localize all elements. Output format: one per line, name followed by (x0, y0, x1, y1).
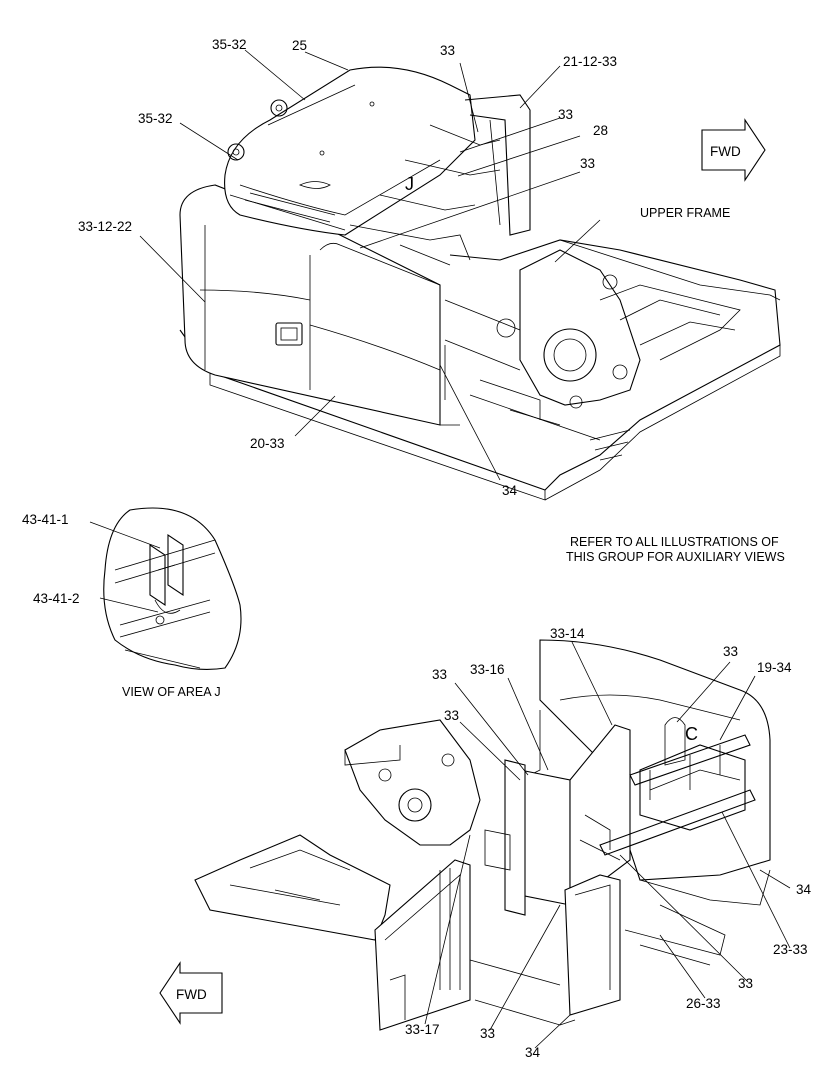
callout-34-bottom: 34 (525, 1045, 541, 1060)
callout-34-top: 34 (502, 483, 518, 498)
callout-33-right-a: 33 (558, 107, 573, 122)
callout-43-41-1: 43-41-1 (22, 512, 69, 527)
callout-19-34: 19-34 (757, 660, 792, 675)
callout-21-12-33: 21-12-33 (563, 54, 617, 69)
leader-lines (89, 49, 791, 1049)
area-j-detail-drawing (103, 507, 242, 671)
lower-assembly-drawing (194, 639, 771, 1031)
fwd-arrow-bottom: FWD (159, 961, 223, 1025)
callout-33-14: 33-14 (550, 626, 585, 641)
view-c-marker: C (685, 724, 698, 744)
callout-33-17: 33-17 (405, 1022, 440, 1037)
refer-note-line1: REFER TO ALL ILLUSTRATIONS OF (570, 535, 779, 549)
callout-35-32-lower: 35-32 (138, 111, 173, 126)
callout-labels: 35-32 25 33 21-12-33 35-32 33 28 33 33-1… (22, 37, 812, 1060)
fwd-arrow-top: FWD (701, 118, 766, 182)
fwd-bottom-label: FWD (176, 987, 207, 1002)
callout-33-left-a: 33 (432, 667, 447, 682)
callout-43-41-2: 43-41-2 (33, 591, 80, 606)
callout-20-33: 20-33 (250, 436, 285, 451)
upper-frame-label: UPPER FRAME (640, 206, 730, 220)
upper-assembly-drawing (179, 66, 781, 501)
callout-33-right-b: 33 (580, 156, 595, 171)
callout-33-left-b: 33 (444, 708, 459, 723)
callout-33-16: 33-16 (470, 662, 505, 677)
latch-icon (275, 322, 303, 346)
callout-28: 28 (593, 123, 608, 138)
callout-33-bottom: 33 (480, 1026, 495, 1041)
callout-23-33: 23-33 (773, 942, 808, 957)
view-of-area-j-label: VIEW OF AREA J (122, 685, 221, 699)
callout-26-33: 26-33 (686, 996, 721, 1011)
callout-33-12-22: 33-12-22 (78, 219, 132, 234)
callout-25: 25 (292, 38, 307, 53)
area-j-marker: J (405, 174, 414, 194)
callout-34-right: 34 (796, 882, 812, 897)
fwd-top-label: FWD (710, 144, 741, 159)
callout-33-bottom-right: 33 (738, 976, 753, 991)
notes: UPPER FRAME VIEW OF AREA J REFER TO ALL … (122, 174, 785, 744)
callout-33-bottom-right-top: 33 (723, 644, 738, 659)
callout-33-top: 33 (440, 43, 455, 58)
refer-note-line2: THIS GROUP FOR AUXILIARY VIEWS (566, 550, 785, 564)
callout-35-32-upper: 35-32 (212, 37, 247, 52)
